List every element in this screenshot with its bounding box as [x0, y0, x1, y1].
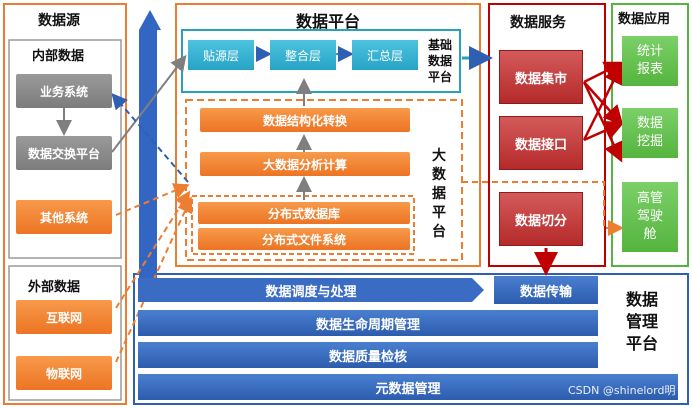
metadata-bar: 元数据管理 [138, 374, 678, 400]
base-label-line-3: 平台 [427, 70, 452, 84]
external-data-title: 外部数据 [28, 280, 81, 295]
base-platform-label: 基础 数据 平台 [422, 32, 458, 90]
data-sources-frame [3, 3, 127, 405]
stat-report-line-1: 统计 [636, 44, 663, 59]
business-system-box: 业务系统 [16, 74, 112, 108]
data-mining-line-1: 数据 [636, 116, 663, 131]
data-sources-title: 数据源 [38, 13, 80, 29]
base-label-line-2: 数据 [427, 54, 452, 68]
external-data-frame [8, 265, 122, 401]
summary-layer-box: 汇总层 [352, 40, 418, 70]
distributed-storage-frame [191, 195, 415, 255]
internet-to-bigdata-arrow [115, 190, 191, 309]
internet-box: 互联网 [16, 300, 112, 334]
data-applications-title: 数据应用 [618, 12, 671, 27]
stat-report-box: 统计 报表 [622, 36, 678, 86]
exchange-to-base-arrow [111, 54, 187, 153]
other-systems-box: 其他系统 [16, 200, 112, 234]
data-services-title: 数据服务 [510, 15, 566, 31]
data-platform-title: 数据平台 [296, 12, 361, 31]
mgmt-label-line-2: 管理 [625, 312, 658, 331]
bigdata-platform-label: 大 数 据 平 台 [424, 146, 454, 242]
data-mining-box: 数据 挖掘 [622, 108, 678, 158]
bigdata-label-char-2: 数 [432, 166, 446, 183]
data-exchange-platform-box: 数据交换平台 [16, 136, 112, 170]
mgmt-label-line-1: 数据 [625, 290, 658, 309]
data-interface-box: 数据接口 [499, 116, 583, 170]
internal-data-frame [8, 39, 122, 259]
scheduling-arrow [138, 278, 484, 302]
services-to-apps-arrows [582, 61, 625, 163]
data-cutting-box: 数据切分 [499, 192, 583, 246]
internal-data-title: 内部数据 [32, 49, 85, 64]
bigdata-to-cockpit-arrow [462, 181, 624, 236]
bigdata-label-char-1: 大 [432, 147, 446, 164]
distributed-db-box: 分布式数据库 [198, 202, 410, 224]
data-mart-box: 数据集市 [499, 50, 583, 104]
executive-cockpit-box: 高管 驾驶 舱 [622, 182, 678, 252]
management-platform-label: 数据 管理 平台 [610, 284, 674, 360]
bigdata-label-char-4: 平 [432, 204, 446, 221]
scheduling-label: 数据调度与处理 [265, 284, 357, 300]
cockpit-line-3: 舱 [643, 227, 657, 242]
distributed-fs-box: 分布式文件系统 [198, 228, 410, 250]
lifecycle-bar: 数据生命周期管理 [138, 310, 598, 336]
stat-report-line-2: 报表 [636, 62, 663, 77]
vertical-flow-arrow [139, 10, 161, 282]
bigdata-label-char-3: 据 [432, 185, 446, 202]
base-label-line-1: 基础 [427, 38, 452, 52]
data-platform-frame [175, 3, 481, 267]
integration-layer-box: 整合层 [270, 40, 336, 70]
mgmt-label-line-3: 平台 [625, 334, 658, 353]
structure-transform-box: 数据结构化转换 [200, 108, 410, 132]
cockpit-line-2: 驾驶 [636, 209, 663, 224]
data-transfer-bar: 数据传输 [494, 276, 598, 304]
data-mining-line-2: 挖掘 [636, 134, 663, 149]
source-layer-box: 贴源层 [188, 40, 254, 70]
cockpit-line-1: 高管 [636, 191, 663, 206]
bigdata-to-business-arrow [111, 92, 189, 183]
management-frame [133, 273, 689, 405]
bigdata-compute-box: 大数据分析计算 [200, 152, 410, 176]
quality-check-bar: 数据质量检核 [138, 342, 598, 368]
bigdata-label-char-5: 台 [432, 223, 446, 240]
other-to-bigdata-arrow [115, 183, 190, 216]
iot-box: 物联网 [16, 356, 112, 390]
watermark: CSDN @shinelord明 [568, 384, 676, 397]
